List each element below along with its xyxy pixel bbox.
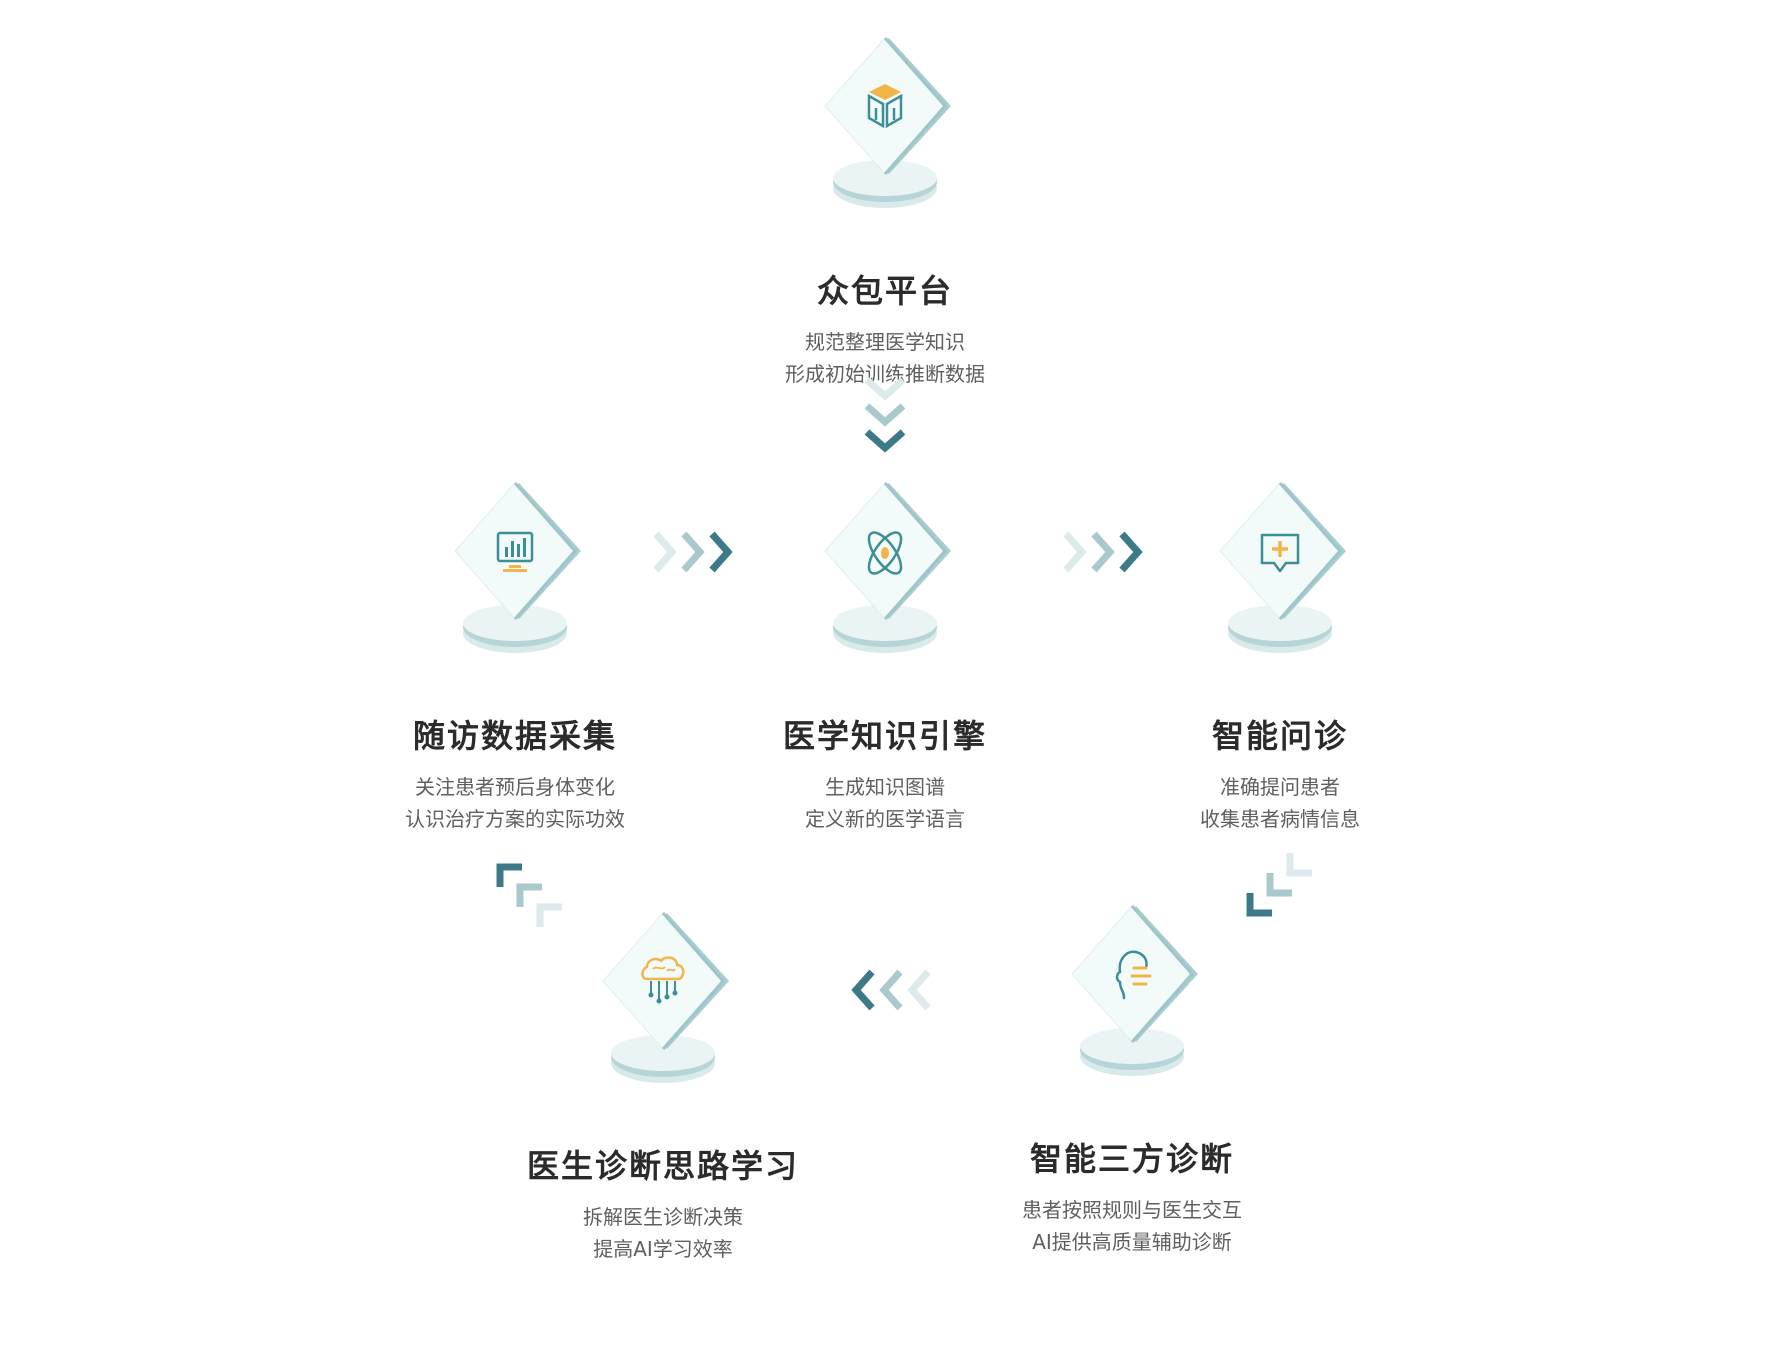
node-followup: 随访数据采集 关注患者预后身体变化 认识治疗方案的实际功效 [305, 475, 725, 835]
arrow-up-left [490, 857, 586, 953]
node-desc-line: 拆解医生诊断决策 [583, 1205, 743, 1229]
node-desc-line: 认识治疗方案的实际功效 [405, 807, 625, 831]
node-title: 医生诊断思路学习 [526, 1147, 799, 1185]
node-desc-line: 定义新的医学语言 [805, 807, 965, 831]
atom-icon [867, 531, 903, 575]
node-desc-line: 关注患者预后身体变化 [415, 775, 615, 799]
badge-diamond [602, 912, 729, 1083]
monitor-chart-icon [496, 531, 534, 572]
badge-diamond [454, 482, 581, 653]
node-title: 智能三方诊断 [1029, 1140, 1234, 1178]
node-inquiry: 智能问诊 准确提问患者 收集患者病情信息 [1070, 475, 1490, 835]
badge [553, 905, 773, 1105]
node-desc-line: 准确提问患者 [1220, 775, 1340, 799]
badge [775, 475, 995, 675]
arrow-left [846, 966, 938, 1014]
badge [775, 30, 995, 230]
node-desc-line: 收集患者病情信息 [1200, 807, 1360, 831]
node-desc-line: 规范整理医学知识 [805, 330, 965, 354]
node-desc-line: 患者按照规则与医生交互 [1022, 1198, 1242, 1222]
arrow-right [1056, 528, 1148, 576]
node-doctor-learning: 医生诊断思路学习 拆解医生诊断决策 提高AI学习效率 [453, 905, 873, 1265]
medical-chat-icon [1260, 533, 1300, 573]
node-title: 智能问诊 [1211, 717, 1348, 755]
node-title: 众包平台 [816, 272, 953, 310]
head-profile-icon [1115, 950, 1152, 1000]
node-desc-line: 生成知识图谱 [825, 775, 945, 799]
node-desc-line: 提高AI学习效率 [593, 1237, 733, 1261]
badge [405, 475, 625, 675]
badge [1170, 475, 1390, 675]
arrow-down-left [1232, 847, 1328, 943]
arrow-right [646, 528, 738, 576]
arrow-down [861, 372, 909, 464]
node-crowdsource: 众包平台 规范整理医学知识 形成初始训练推断数据 [675, 30, 1095, 390]
cube-box-icon [867, 84, 903, 129]
brain-circuit-icon [641, 956, 685, 1004]
node-desc-line: AI提供高质量辅助诊断 [1032, 1230, 1232, 1254]
node-engine: 医学知识引擎 生成知识图谱 定义新的医学语言 [675, 475, 1095, 835]
node-title: 随访数据采集 [412, 717, 617, 755]
badge-diamond [1071, 905, 1198, 1076]
node-three-party: 智能三方诊断 患者按照规则与医生交互 AI提供高质量辅助诊断 [922, 898, 1342, 1258]
node-title: 医学知识引擎 [782, 717, 987, 755]
node-desc-line: 形成初始训练推断数据 [785, 362, 985, 386]
badge [1022, 898, 1242, 1098]
badge-diamond [824, 37, 951, 208]
